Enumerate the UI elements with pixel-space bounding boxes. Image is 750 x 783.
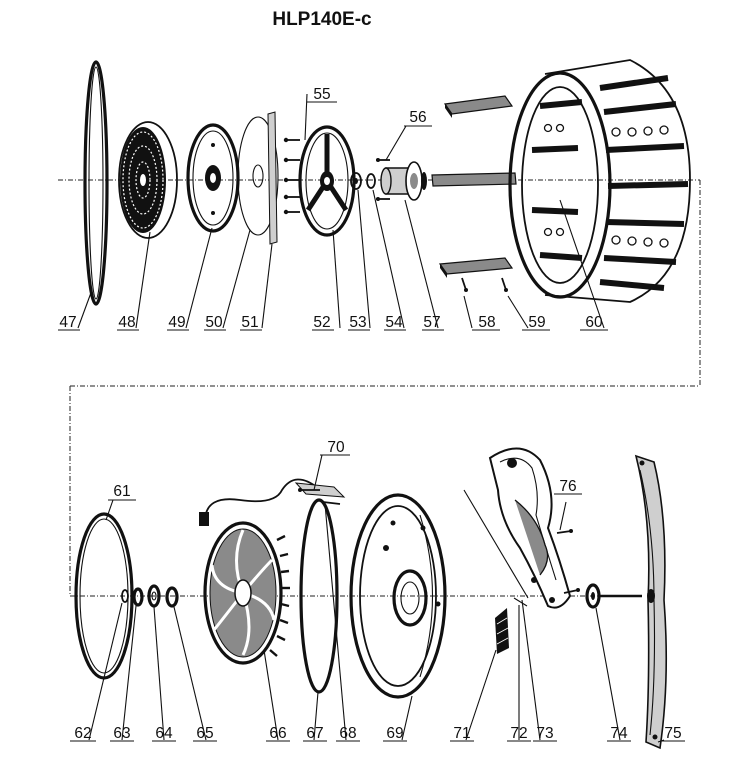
label-61: 61 (113, 483, 130, 500)
label-50: 50 (205, 314, 223, 331)
part-75-long-bracket (600, 454, 668, 750)
label-63: 63 (113, 725, 130, 742)
part-66-fan-impeller (199, 478, 319, 665)
label-53: 53 (349, 314, 366, 331)
part-56-screws (376, 158, 390, 201)
label-62: 62 (74, 725, 91, 742)
part-76-screws (556, 529, 580, 594)
label-65: 65 (196, 725, 213, 742)
label-52: 52 (313, 314, 330, 331)
label-60: 60 (585, 314, 603, 331)
label-57: 57 (423, 314, 440, 331)
part-70-clip-screws (294, 482, 346, 505)
part-58-59-blades (431, 95, 517, 292)
part-71-filter-pad (495, 608, 509, 654)
part-72-thin-rod (463, 489, 529, 607)
part-50-thin-disc (237, 116, 279, 236)
part-54-washer (366, 173, 376, 189)
label-58: 58 (478, 314, 495, 331)
diagram-title: HLP140E-c (272, 9, 372, 30)
part-57-shaft-coupling (380, 161, 427, 201)
upper-part-labels: 47 48 49 50 51 55 52 53 54 56 57 58 59 6… (58, 86, 608, 331)
label-74: 74 (610, 725, 628, 742)
label-55: 55 (313, 86, 330, 103)
lower-part-labels: 61 62 63 64 65 66 67 68 69 70 71 72 73 7… (70, 439, 685, 742)
label-51: 51 (241, 314, 258, 331)
part-74-bushing (585, 583, 601, 609)
part-60-blower-drum (508, 59, 691, 303)
label-72: 72 (510, 725, 527, 742)
label-59: 59 (528, 314, 545, 331)
label-47: 47 (59, 314, 76, 331)
label-48: 48 (118, 314, 135, 331)
part-52-spider-plate (298, 125, 356, 237)
label-64: 64 (155, 725, 173, 742)
label-73: 73 (536, 725, 553, 742)
part-69-housing-cover (349, 493, 447, 699)
part-62-65-washers (121, 584, 179, 608)
label-54: 54 (385, 314, 403, 331)
part-48-grille-disc (118, 121, 178, 239)
part-67-gasket-ring (299, 498, 339, 694)
part-49-rear-plate (186, 123, 240, 233)
part-51-gasket-strip (267, 111, 278, 245)
part-73-curved-bracket (488, 447, 572, 609)
label-67: 67 (306, 725, 323, 742)
part-47-ring (83, 60, 109, 306)
label-71: 71 (453, 725, 470, 742)
label-75: 75 (664, 725, 681, 742)
part-53-nut (350, 172, 362, 190)
label-56: 56 (409, 109, 426, 126)
label-66: 66 (269, 725, 286, 742)
label-69: 69 (386, 725, 403, 742)
label-70: 70 (327, 439, 345, 456)
part-55-screws (283, 137, 300, 215)
lower-leader-lines (88, 454, 665, 743)
label-68: 68 (339, 725, 356, 742)
label-49: 49 (168, 314, 185, 331)
label-76: 76 (559, 478, 576, 495)
upper-leader-lines (77, 93, 605, 329)
